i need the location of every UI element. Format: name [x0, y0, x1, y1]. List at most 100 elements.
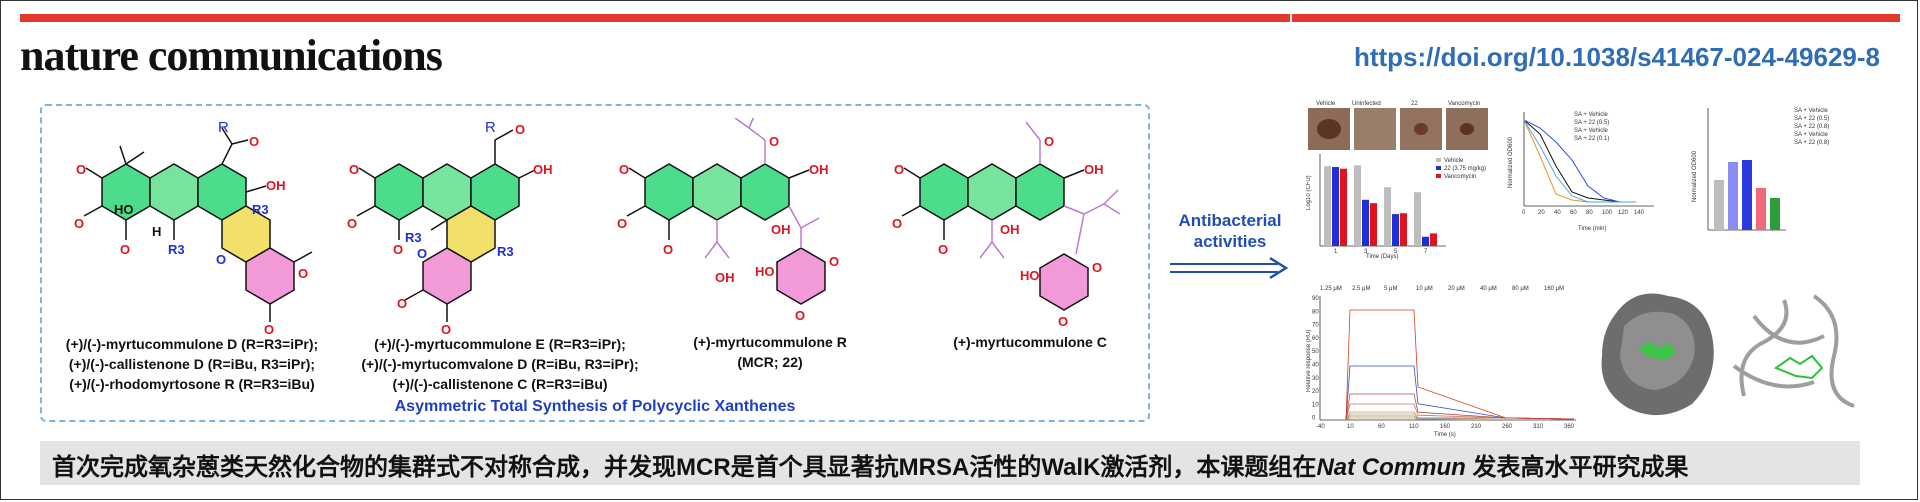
svg-text:O: O	[298, 266, 308, 281]
od600-dot-chart: Normalized OD600 SA + Vehicle SA + 22 (0…	[1692, 108, 1829, 231]
spr-y-tick: 0	[1312, 416, 1316, 422]
spr-y-tick: 60	[1312, 336, 1319, 342]
header-red-bar	[20, 14, 1900, 22]
svg-text:O: O	[441, 322, 451, 336]
spr-y-tick: 80	[1312, 309, 1319, 315]
svg-text:Uninfected: Uninfected	[1352, 101, 1381, 107]
line-tick-label: 80	[1586, 210, 1593, 216]
svg-text:SA + Vehicle: SA + Vehicle	[1574, 112, 1609, 118]
spr-series-line	[1345, 309, 1575, 421]
spr-legend-item: 40 μM	[1480, 286, 1497, 292]
svg-text:O: O	[120, 242, 130, 257]
spr-y-tick: 70	[1312, 323, 1319, 329]
svg-text:Vehicle: Vehicle	[1316, 101, 1336, 107]
spr-sensorgram: Relative response (RU) Time (s) 1.25 μM 2…	[1306, 286, 1576, 438]
spr-y-tick: 10	[1312, 402, 1319, 408]
bar-1-0	[1324, 166, 1331, 246]
bar-1-2	[1340, 168, 1347, 246]
svg-text:OH: OH	[533, 162, 553, 177]
bar-5-0	[1384, 187, 1391, 246]
svg-text:Vancomycin: Vancomycin	[1448, 101, 1480, 107]
spr-x-tick: -40	[1316, 424, 1325, 430]
svg-text:Time (Days): Time (Days)	[1366, 254, 1398, 260]
svg-text:SA + 22 (0.5): SA + 22 (0.5)	[1574, 120, 1609, 126]
molecule-structure-3: O OH O O O OH OH HO O O	[617, 118, 839, 323]
spr-legend-item: 1.25 μM	[1320, 286, 1342, 292]
spr-x-tick: 10	[1347, 424, 1354, 430]
svg-text:O: O	[663, 242, 673, 257]
svg-text:O: O	[617, 216, 627, 231]
svg-text:OH: OH	[1084, 162, 1104, 177]
svg-text:O: O	[619, 162, 629, 177]
svg-text:O: O	[1092, 260, 1102, 275]
svg-text:Log10 (CFU): Log10 (CFU)	[1306, 175, 1312, 210]
spr-y-tick: 90	[1312, 296, 1319, 302]
svg-text:O: O	[264, 322, 274, 336]
synthesis-title: Asymmetric Total Synthesis of Polycyclic…	[394, 398, 796, 415]
protein-binding-site-image	[1732, 294, 1855, 408]
svg-text:O: O	[515, 122, 525, 137]
line-tick-label: 120	[1618, 210, 1629, 216]
molecule-structure-1: R O OH O O HO O R3 H R3 O O O	[74, 119, 313, 336]
synthesis-panel	[40, 104, 1150, 422]
bar-5-2	[1400, 213, 1407, 246]
spr-y-tick: 40	[1312, 363, 1319, 369]
spr-x-tick: 110	[1409, 424, 1419, 430]
caption-molecule-1: (+)/(-)-myrtucommulone D (R=R3=iPr); (+)…	[65, 336, 319, 392]
atom-r: R	[218, 119, 229, 136]
caption-molecule-4: (+)-myrtucommulone C	[953, 334, 1107, 350]
spr-x-tick: 210	[1471, 424, 1482, 430]
svg-text:O: O	[1058, 314, 1068, 329]
bar-1-1	[1332, 167, 1339, 246]
svg-text:OH: OH	[809, 162, 829, 177]
svg-text:O: O	[795, 308, 805, 323]
svg-text:SA + 22 (0.1): SA + 22 (0.1)	[1574, 136, 1609, 142]
svg-text:22 (3.75 mg/kg): 22 (3.75 mg/kg)	[1444, 166, 1486, 172]
bar-7-1	[1422, 236, 1429, 246]
svg-text:O: O	[769, 134, 779, 149]
spr-x-tick: 260	[1502, 424, 1513, 430]
spr-y-tick: 50	[1312, 349, 1319, 355]
line-tick-label: 40	[1554, 210, 1561, 216]
doi-link[interactable]: https://doi.org/10.1038/s41467-024-49629…	[1353, 42, 1880, 72]
caption-molecule-2: (+)/(-)-myrtucommulone E (R=R3=iPr); (+)…	[361, 336, 639, 392]
svg-text:HO: HO	[1020, 268, 1040, 283]
right-arrow-icon	[1170, 256, 1289, 280]
svg-text:Vancomycin: Vancomycin	[1444, 174, 1476, 180]
line-tick-label: 60	[1570, 210, 1577, 216]
line-tick-label: 100	[1602, 210, 1613, 216]
svg-text:Time (s): Time (s)	[1434, 432, 1456, 438]
svg-text:R3: R3	[252, 202, 269, 217]
spr-legend-item: 80 μM	[1512, 286, 1529, 292]
svg-text:O: O	[216, 252, 226, 267]
spr-y-tick: 20	[1312, 389, 1319, 395]
spr-x-tick: 360	[1564, 424, 1575, 430]
infection-photos: Vehicle Uninfected 22 Vancomycin	[1306, 98, 1490, 152]
svg-text:O: O	[393, 242, 403, 257]
svg-text:SA + Vehicle: SA + Vehicle	[1574, 128, 1609, 134]
svg-text:SA + 22 (0.8): SA + 22 (0.8)	[1794, 140, 1829, 146]
line-tick-label: 140	[1634, 210, 1645, 216]
svg-text:O: O	[347, 216, 357, 231]
bar-3-1	[1362, 199, 1369, 246]
spr-x-tick: 310	[1533, 424, 1544, 430]
spr-legend-item: 20 μM	[1448, 286, 1465, 292]
svg-text:HO: HO	[114, 202, 134, 217]
svg-text:OH: OH	[1000, 222, 1020, 237]
svg-text:SA + Vehicle: SA + Vehicle	[1794, 108, 1829, 114]
svg-text:Time (min): Time (min)	[1578, 226, 1606, 232]
line-tick-label: 0	[1522, 210, 1526, 216]
svg-text:Relative response (RU): Relative response (RU)	[1306, 330, 1312, 392]
spr-legend-item: 160 μM	[1544, 286, 1564, 292]
svg-text:Vehicle: Vehicle	[1444, 158, 1464, 164]
svg-text:SA + 22 (0.8): SA + 22 (0.8)	[1794, 124, 1829, 130]
molecule-structure-2: R O OH O O O R3 R3 O O O	[347, 119, 553, 336]
molecule-structure-4: O OH O O O OH HO O O	[892, 121, 1121, 329]
svg-text:O: O	[1044, 134, 1054, 149]
svg-text:O: O	[829, 254, 839, 269]
svg-text:O: O	[938, 242, 948, 257]
bar-7-0	[1414, 192, 1421, 246]
svg-text:HO: HO	[755, 264, 775, 279]
activity-label: Antibacterial activities	[1178, 211, 1282, 251]
